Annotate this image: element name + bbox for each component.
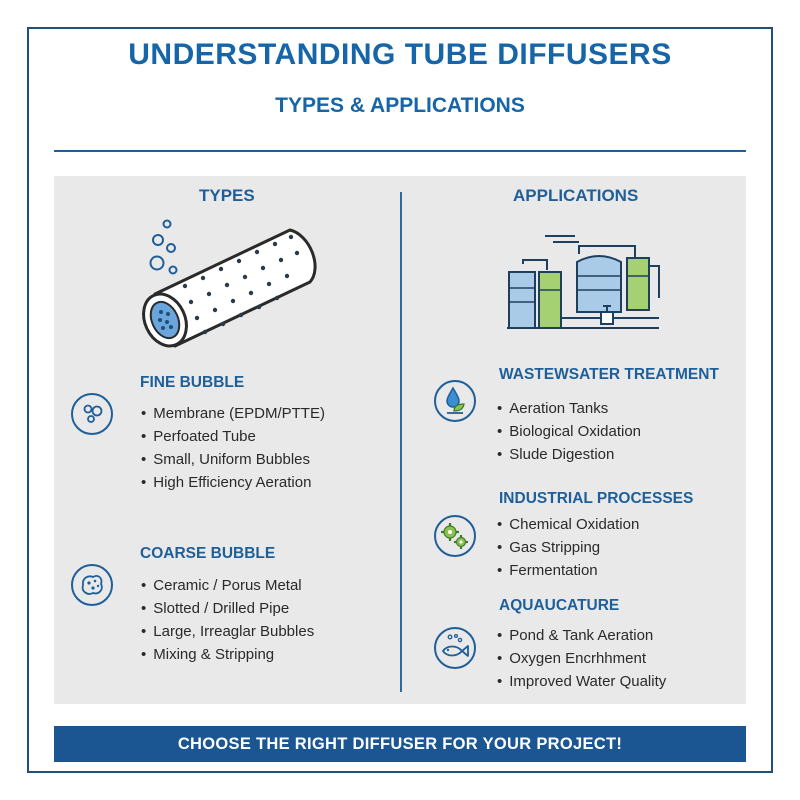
list-item: Fermentation: [497, 559, 639, 582]
page-title: UNDERSTANDING TUBE DIFFUSERS: [128, 38, 672, 71]
coarse-bubble-heading: COARSE BUBBLE: [140, 545, 276, 562]
title-divider: [54, 150, 746, 152]
fine-bubbles-icon: [71, 393, 113, 435]
list-item: Perfoated Tube: [141, 425, 325, 448]
list-item: Chemical Oxidation: [497, 513, 639, 536]
applications-heading: APPLICATIONS: [513, 186, 639, 205]
aquaculture-list: Pond & Tank Aeration Oxygen Encrhhment I…: [497, 624, 666, 693]
list-item: Slude Digestion: [497, 443, 641, 466]
industrial-heading: INDUSTRIAL PROCESSES: [499, 490, 694, 507]
list-item: Oxygen Encrhhment: [497, 647, 666, 670]
tube-diffuser-icon: [142, 219, 317, 348]
types-heading: TYPES: [199, 186, 255, 205]
water-drop-leaf-icon: [434, 380, 476, 422]
gears-icon: [434, 515, 476, 557]
list-item: Gas Stripping: [497, 536, 639, 559]
page-subtitle: TYPES & APPLICATIONS: [275, 94, 525, 117]
list-item: High Efficiency Aeration: [141, 471, 325, 494]
list-item: Small, Uniform Bubbles: [141, 448, 325, 471]
fine-bubble-list: Membrane (EPDM/PTTE) Perfoated Tube Smal…: [141, 402, 325, 494]
list-item: Slotted / Drilled Pipe: [141, 597, 314, 620]
industrial-list: Chemical Oxidation Gas Stripping Ferment…: [497, 513, 639, 582]
banner-text: CHOOSE THE RIGHT DIFFUSER FOR YOUR PROJE…: [177, 734, 623, 753]
treatment-plant-icon: [507, 235, 660, 329]
list-item: Improved Water Quality: [497, 670, 666, 693]
list-item: Biological Oxidation: [497, 420, 641, 443]
aquaculture-heading: AQUAUCATURE: [499, 597, 620, 614]
list-item: Ceramic / Porus Metal: [141, 574, 314, 597]
list-item: Pond & Tank Aeration: [497, 624, 666, 647]
list-item: Aeration Tanks: [497, 397, 641, 420]
wastewater-list: Aeration Tanks Biological Oxidation Slud…: [497, 397, 641, 466]
list-item: Mixing & Stripping: [141, 643, 314, 666]
porous-stone-icon: [71, 564, 113, 606]
list-item: Large, Irreaglar Bubbles: [141, 620, 314, 643]
coarse-bubble-list: Ceramic / Porus Metal Slotted / Drilled …: [141, 574, 314, 666]
wastewater-heading: WASTEWSATER TREATMENT: [499, 366, 719, 383]
list-item: Membrane (EPDM/PTTE): [141, 402, 325, 425]
fish-icon: [434, 627, 476, 669]
call-to-action-banner: CHOOSE THE RIGHT DIFFUSER FOR YOUR PROJE…: [54, 726, 746, 762]
fine-bubble-heading: FINE BUBBLE: [140, 374, 245, 391]
column-divider: [400, 192, 402, 692]
